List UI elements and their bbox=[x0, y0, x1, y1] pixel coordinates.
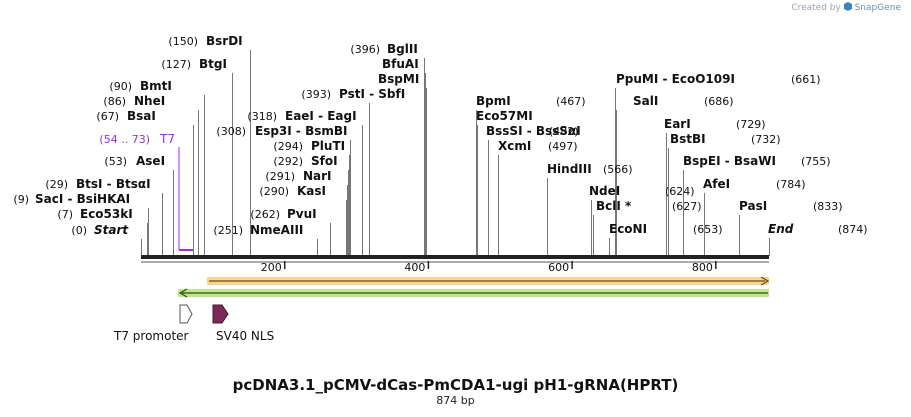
site-position: (9) bbox=[13, 193, 29, 206]
site-position: (150) bbox=[168, 35, 198, 48]
site-name: BglII bbox=[387, 42, 418, 56]
site-name: KasI bbox=[297, 184, 326, 198]
sv40-nls-arrow bbox=[212, 304, 229, 324]
site-position: (661) bbox=[791, 73, 821, 86]
site-name: BpmI bbox=[476, 94, 511, 108]
site-name: PpuMI - EcoO109I bbox=[616, 72, 735, 86]
site-position: (653) bbox=[693, 223, 723, 236]
site-position: (0) bbox=[71, 224, 87, 237]
site-position: (67) bbox=[96, 110, 119, 123]
site-position: (90) bbox=[109, 80, 132, 93]
site-position: (294) bbox=[273, 140, 303, 153]
t7-promoter-label: T7 promoter bbox=[113, 329, 189, 343]
site-position: (127) bbox=[161, 58, 191, 71]
ruler-tick-label: 400 bbox=[404, 261, 425, 274]
site-name: NheI bbox=[134, 94, 165, 108]
site-position: (308) bbox=[216, 125, 246, 138]
site-name: BsrDI bbox=[206, 34, 243, 48]
site-name: BtsI - BtsαI bbox=[76, 177, 151, 191]
site-position: (7) bbox=[57, 208, 73, 221]
site-name: PstI - SbfI bbox=[339, 87, 405, 101]
site-position: (755) bbox=[801, 155, 831, 168]
credit-brand: SnapGene bbox=[854, 3, 901, 13]
snapgene-logo-icon bbox=[843, 2, 852, 11]
orange-feature bbox=[207, 276, 770, 286]
site-name: NdeI bbox=[589, 184, 620, 198]
credit: Created by SnapGene bbox=[791, 2, 901, 13]
site-position: (686) bbox=[704, 95, 734, 108]
site-name: Eco57MI bbox=[476, 109, 533, 123]
site-position: (732) bbox=[751, 133, 781, 146]
t7-promoter-arrow bbox=[179, 304, 193, 324]
site-name: Esp3I - BsmBI bbox=[255, 124, 347, 138]
site-position: (29) bbox=[45, 178, 68, 191]
site-position: (784) bbox=[776, 178, 806, 191]
site-name: SalI bbox=[633, 94, 658, 108]
sv40-nls-label: SV40 NLS bbox=[216, 329, 274, 343]
site-position: (290) bbox=[259, 185, 289, 198]
ruler-tick-label: 600 bbox=[548, 261, 569, 274]
site-position: (86) bbox=[103, 95, 126, 108]
site-name: PluTI bbox=[311, 139, 345, 153]
site-position: (482) bbox=[549, 125, 579, 138]
site-name: Eco53kI bbox=[80, 207, 133, 221]
site-labels: (0) Start (7) Eco53kI (9) SacI - BsiHKAI(29) B… bbox=[13, 34, 867, 237]
site-position: (833) bbox=[813, 200, 843, 213]
t7-primer-bind bbox=[179, 249, 193, 251]
ruler-ticks: 200 400 600 800 bbox=[261, 261, 717, 274]
site-position: (497) bbox=[548, 140, 578, 153]
site-name: NmeAIII bbox=[250, 223, 303, 237]
site-name: Start bbox=[94, 223, 129, 237]
site-name: BmtI bbox=[140, 79, 172, 93]
site-name: NarI bbox=[303, 169, 332, 183]
site-position: (624) bbox=[665, 185, 695, 198]
site-name: EaeI - EagI bbox=[285, 109, 357, 123]
site-position: (393) bbox=[301, 88, 331, 101]
site-name: BtgI bbox=[199, 57, 227, 71]
site-name: BfuAI bbox=[382, 57, 419, 71]
green-feature bbox=[178, 288, 769, 298]
site-name: XcmI bbox=[498, 139, 531, 153]
site-position: (729) bbox=[736, 118, 766, 131]
site-position: (566) bbox=[603, 163, 633, 176]
site-position: (874) bbox=[838, 223, 868, 236]
site-position: (53) bbox=[104, 155, 127, 168]
site-name: End bbox=[768, 222, 794, 236]
site-position: (318) bbox=[247, 110, 277, 123]
site-position: (396) bbox=[350, 43, 380, 56]
site-name: BstBI bbox=[670, 132, 706, 146]
site-name: EarI bbox=[664, 117, 691, 131]
site-name: SfoI bbox=[311, 154, 338, 168]
ruler-tick-label: 200 bbox=[261, 261, 282, 274]
site-name: EcoNI bbox=[609, 222, 647, 236]
site-position: (251) bbox=[213, 224, 243, 237]
site-position: (54 .. 73) bbox=[99, 133, 150, 146]
sequence-backbone bbox=[141, 255, 769, 259]
site-name: SacI - BsiHKAI bbox=[35, 192, 130, 206]
site-name: PasI bbox=[739, 199, 767, 213]
site-name: T7 bbox=[159, 132, 175, 146]
site-name: BspMI bbox=[378, 72, 419, 86]
ruler-tick-label: 800 bbox=[692, 261, 713, 274]
site-position: (627) bbox=[672, 200, 702, 213]
sequence-length: 874 bp bbox=[436, 394, 475, 407]
site-name: PvuI bbox=[287, 207, 317, 221]
site-name: BclI * bbox=[596, 199, 632, 213]
site-lines bbox=[141, 50, 770, 256]
site-position: (291) bbox=[265, 170, 295, 183]
site-position: (262) bbox=[250, 208, 280, 221]
site-name: AseI bbox=[136, 154, 165, 168]
site-name: BsaI bbox=[127, 109, 156, 123]
site-name: BspEI - BsaWI bbox=[683, 154, 776, 168]
map-title: pcDNA3.1_pCMV-dCas-PmCDA1-ugi pH1-gRNA(H… bbox=[232, 376, 679, 394]
site-position: (467) bbox=[556, 95, 586, 108]
site-name: AfeI bbox=[703, 177, 730, 191]
credit-prefix: Created by bbox=[791, 3, 841, 13]
site-name: BssSI - BssSαI bbox=[486, 124, 581, 138]
site-position: (292) bbox=[273, 155, 303, 168]
site-name: HindIII bbox=[547, 162, 592, 176]
